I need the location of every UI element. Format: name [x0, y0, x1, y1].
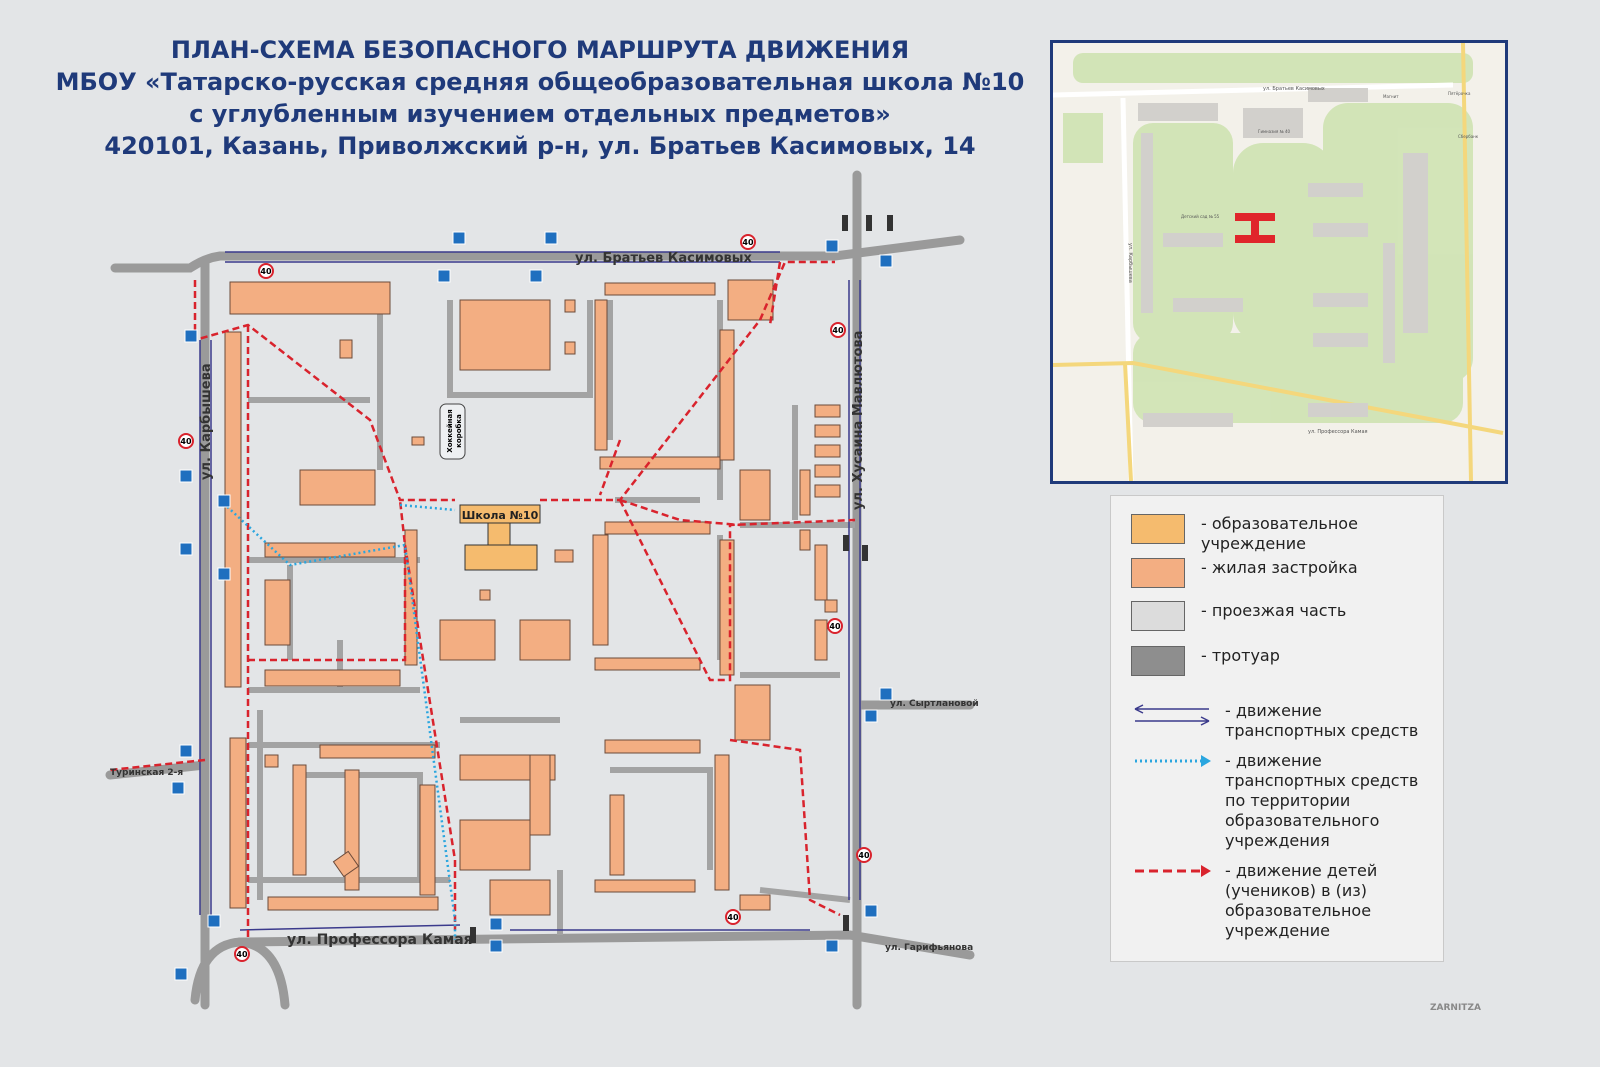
- children-route: [109, 260, 856, 940]
- dotted-arrow-icon: [1135, 755, 1211, 767]
- brand-logo: ZARNITZA: [1430, 1003, 1481, 1013]
- street-label-south: ул. Профессора Камая: [287, 932, 473, 948]
- hockey-label-2: коробка: [455, 414, 463, 448]
- title-line-4: 420101, Казань, Приволжский р-н, ул. Бра…: [104, 132, 976, 160]
- legend-item-sidewalk: - тротуар: [1131, 646, 1280, 676]
- road-turinskaya: [105, 760, 210, 780]
- school-marker-icon: [1235, 213, 1275, 243]
- inset-label: ул. Карбышева: [1127, 243, 1133, 283]
- hockey-box: Хоккейная коробка: [439, 403, 466, 460]
- svg-text:40: 40: [742, 238, 754, 247]
- street-label-east: ул. Хусаина Мавлютова: [851, 331, 866, 510]
- street-label-turinskaya: Туринская 2-я: [110, 768, 183, 778]
- school-building: Школа №10: [459, 504, 541, 571]
- legend-item-children-route: - движение детей (учеников) в (из) образ…: [1131, 861, 1425, 941]
- traffic-lights: [470, 215, 893, 943]
- vehicle-traffic-lines: [199, 251, 861, 931]
- svg-text:40: 40: [180, 437, 192, 446]
- roads: [105, 170, 975, 1010]
- street-label-garifyanova: ул. Гарифьянова: [885, 943, 973, 953]
- svg-text:40: 40: [829, 622, 841, 631]
- crosswalk-signs: [171, 231, 893, 981]
- inset-label: Сбербанк: [1458, 134, 1479, 139]
- inset-label: Детский сад № 55: [1181, 214, 1220, 219]
- inset-label: Магнит: [1383, 94, 1399, 99]
- legend-item-vehicle-school: - движение транспортных средств по терри…: [1131, 751, 1435, 851]
- street-label-north: ул. Братьев Касимовых: [575, 251, 753, 266]
- title-line-1: ПЛАН-СХЕМА БЕЗОПАСНОГО МАРШРУТА ДВИЖЕНИЯ: [170, 36, 910, 64]
- vehicle-school-route: [219, 499, 457, 940]
- inset-label: Гимназия № 40: [1258, 129, 1291, 134]
- map-title: ПЛАН-СХЕМА БЕЗОПАСНОГО МАРШРУТА ДВИЖЕНИЯ…: [40, 34, 1040, 162]
- hockey-label: Хоккейная: [446, 409, 454, 452]
- legend-item-education: - образовательное учреждение: [1131, 514, 1391, 554]
- legend-item-residential: - жилая застройка: [1131, 558, 1358, 588]
- dashed-arrow-icon: [1135, 865, 1211, 877]
- svg-text:40: 40: [727, 913, 739, 922]
- legend-item-roadway: - проезжая часть: [1131, 601, 1346, 631]
- legend-item-vehicle-traffic: - движение транспортных средств: [1131, 701, 1435, 741]
- inset-label: Пятёрочка: [1448, 91, 1471, 96]
- inset-label: ул. Братьев Касимовых: [1263, 86, 1325, 92]
- two-way-arrow-icon: [1134, 704, 1210, 726]
- svg-text:40: 40: [236, 950, 248, 959]
- street-labels: ул. Братьев Касимовых ул. Карбышева ул. …: [110, 251, 979, 953]
- svg-text:40: 40: [832, 326, 844, 335]
- speed-limit-signs: 40 40 40 40 40 40 40 40: [178, 234, 872, 962]
- street-label-syrtlanovoy: ул. Сыртлановой: [890, 699, 979, 709]
- title-line-3: с углубленным изучением отдельных предме…: [189, 100, 891, 128]
- inner-driveways: [248, 300, 855, 935]
- road-south-west-curve: [235, 937, 290, 1010]
- street-label-west: ул. Карбышева: [199, 363, 214, 480]
- title-line-2: МБОУ «Татарско-русская средняя общеобраз…: [55, 68, 1025, 96]
- location-inset-map: ул. Братьев Касимовых ул. Профессора Кам…: [1050, 40, 1508, 484]
- buildings: [224, 279, 841, 916]
- legend: - образовательное учреждение - жилая зас…: [1110, 495, 1444, 962]
- svg-text:40: 40: [260, 267, 272, 276]
- inset-label: ул. Профессора Камая: [1308, 429, 1368, 435]
- svg-text:40: 40: [858, 851, 870, 860]
- school-label: Школа №10: [462, 509, 539, 522]
